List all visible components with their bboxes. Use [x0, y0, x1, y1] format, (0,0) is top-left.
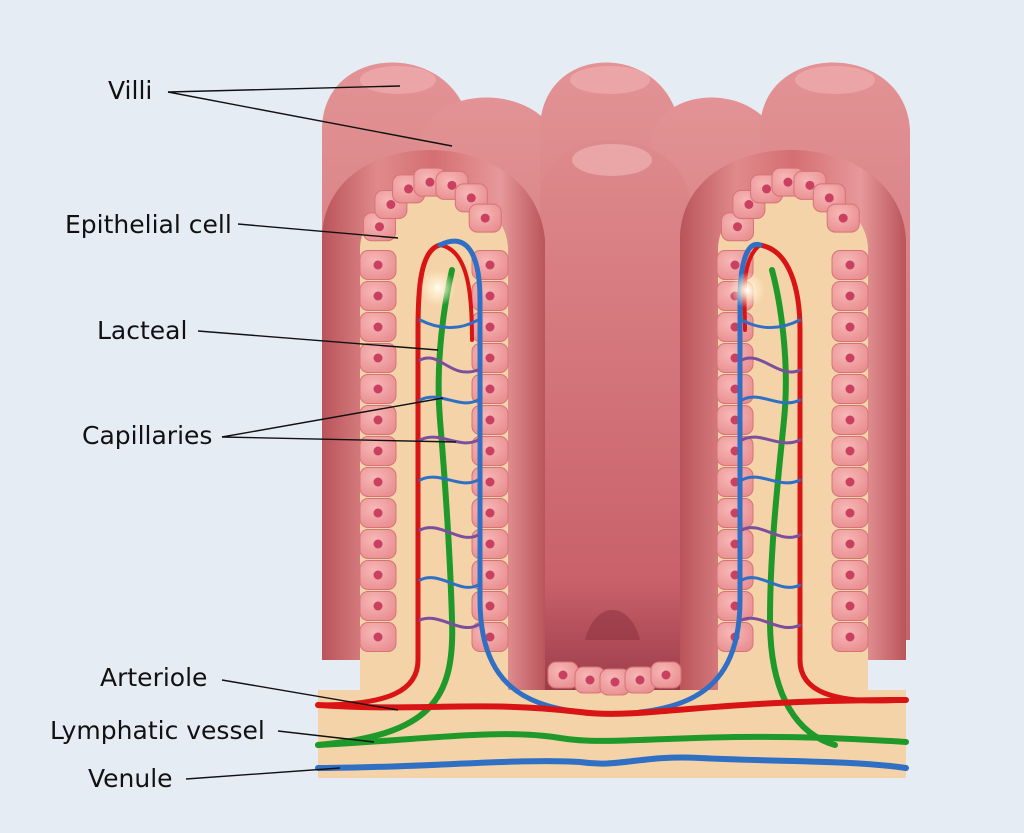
leader-lines: [167, 85, 457, 780]
cell-nucleus: [762, 184, 772, 194]
cell-nucleus: [845, 260, 855, 270]
cell-nucleus: [845, 322, 855, 332]
cell-nucleus: [485, 353, 495, 363]
cell-nucleus: [730, 539, 740, 549]
cell-nucleus: [485, 508, 495, 518]
cell-nucleus: [845, 415, 855, 425]
label-lymphatic-vessel: Lymphatic vessel: [50, 716, 265, 745]
cell-nucleus: [661, 670, 671, 680]
cell-nucleus: [730, 601, 740, 611]
cell-nucleus: [845, 539, 855, 549]
vessels: [315, 238, 909, 771]
cell-nucleus: [485, 570, 495, 580]
cell-nucleus: [730, 384, 740, 394]
cell-nucleus: [845, 384, 855, 394]
cell-nucleus: [373, 322, 383, 332]
cell-nucleus: [744, 199, 754, 209]
cell-nucleus: [373, 632, 383, 642]
cell-nucleus: [610, 677, 620, 687]
venule-base: [315, 754, 909, 771]
cell-nucleus: [373, 291, 383, 301]
cell-nucleus: [425, 177, 435, 187]
cell-nucleus: [485, 539, 495, 549]
cell-nucleus: [485, 601, 495, 611]
cell-nucleus: [845, 632, 855, 642]
cell-nucleus: [373, 353, 383, 363]
label-arteriole: Arteriole: [100, 663, 208, 692]
cell-nucleus: [373, 477, 383, 487]
arteriole-base: [315, 697, 909, 717]
cell-nucleus: [485, 384, 495, 394]
cell-nucleus: [635, 675, 645, 685]
cell-nucleus: [373, 446, 383, 456]
label-epithelial-cell: Epithelial cell: [65, 210, 232, 239]
cell-nucleus: [845, 601, 855, 611]
cell-nucleus: [386, 199, 396, 209]
cell-nucleus: [466, 193, 476, 203]
cell-nucleus: [730, 322, 740, 332]
cell-nucleus: [373, 384, 383, 394]
cell-nucleus: [373, 260, 383, 270]
cell-nucleus: [485, 477, 495, 487]
label-lacteal: Lacteal: [97, 316, 188, 345]
cell-nucleus: [845, 353, 855, 363]
left-lacteal: [315, 267, 456, 748]
cell-nucleus: [374, 222, 384, 232]
right-lacteal: [766, 267, 838, 748]
cell-nucleus: [845, 477, 855, 487]
label-capillaries: Capillaries: [82, 421, 213, 450]
cell-nucleus: [824, 193, 834, 203]
cell-nucleus: [845, 508, 855, 518]
cell-nucleus: [845, 291, 855, 301]
cell-nucleus: [805, 180, 815, 190]
cell-nucleus: [730, 570, 740, 580]
cell-nucleus: [485, 632, 495, 642]
cell-nucleus: [732, 222, 742, 232]
cell-nucleus: [373, 539, 383, 549]
cell-nucleus: [480, 213, 490, 223]
left-venule-branch: [437, 238, 583, 715]
cell-nucleus: [485, 322, 495, 332]
cell-nucleus: [730, 353, 740, 363]
cell-nucleus: [730, 477, 740, 487]
left-villus-section: [322, 150, 545, 690]
label-villi: Villi: [108, 76, 153, 105]
cell-nucleus: [845, 446, 855, 456]
left-arteriole-branch: [315, 242, 443, 708]
cell-nucleus: [558, 670, 568, 680]
lymphatic-base: [315, 731, 909, 748]
cell-nucleus: [373, 570, 383, 580]
right-villus-section: [680, 150, 906, 690]
cell-nucleus: [485, 260, 495, 270]
cell-nucleus: [373, 601, 383, 611]
cell-nucleus: [783, 177, 793, 187]
right-venule-branch: [637, 242, 763, 715]
cell-nucleus: [373, 415, 383, 425]
cell-nucleus: [404, 184, 414, 194]
cell-nucleus: [730, 446, 740, 456]
cell-nucleus: [730, 260, 740, 270]
cell-nucleus: [373, 508, 383, 518]
label-venule: Venule: [88, 764, 173, 793]
cell-nucleus: [730, 508, 740, 518]
cell-nucleus: [845, 570, 855, 580]
cell-nucleus: [447, 180, 457, 190]
cell-nucleus: [485, 291, 495, 301]
cell-nucleus: [838, 213, 848, 223]
cell-nucleus: [730, 415, 740, 425]
cell-nucleus: [585, 675, 595, 685]
cell-nucleus: [485, 415, 495, 425]
middle-villus: [540, 140, 690, 690]
cell-nucleus: [485, 446, 495, 456]
